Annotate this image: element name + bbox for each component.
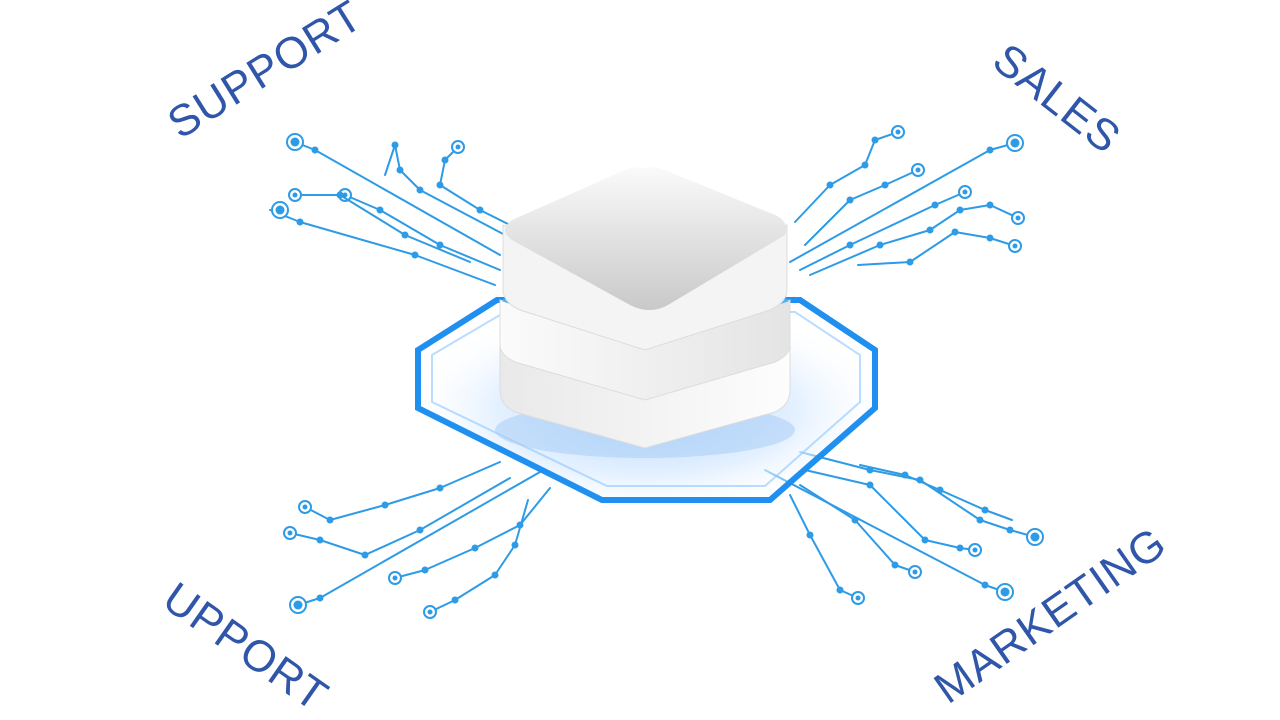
trace-end-node-core: [290, 137, 300, 147]
trace-end-node-core: [1030, 532, 1040, 542]
trace-junction-dot: [986, 146, 994, 154]
trace-junction-dot: [936, 486, 944, 494]
circuit-trace: [294, 194, 471, 263]
circuit-trace: [794, 131, 899, 223]
trace-junction-dot: [411, 251, 419, 259]
circuit-trace: [789, 494, 859, 599]
trace-end-node-core: [915, 167, 921, 173]
trace-junction-dot: [436, 484, 444, 492]
circuit-trace: [799, 451, 1036, 538]
trace-end-node-core: [1012, 243, 1018, 249]
trace-end-node-core: [1000, 587, 1010, 597]
trace-junction-dot: [326, 516, 334, 524]
trace-junction-dot: [806, 531, 814, 539]
trace-end-node-core: [972, 547, 978, 553]
label-sales: SALES: [984, 34, 1130, 163]
circuit-trace: [789, 142, 1016, 263]
trace-junction-dot: [901, 471, 909, 479]
trace-end-node-core: [292, 192, 298, 198]
trace-junction-dot: [986, 201, 994, 209]
trace-junction-dot: [981, 506, 989, 514]
trace-junction-dot: [296, 218, 304, 226]
label-upport: UPPORT: [154, 573, 337, 720]
trace-junction-dot: [316, 594, 324, 602]
trace-junction-dot: [491, 571, 499, 579]
trace-end-node-core: [392, 575, 398, 581]
trace-junction-dot: [846, 196, 854, 204]
trace-junction-dot: [976, 516, 984, 524]
trace-junction-dot: [421, 566, 429, 574]
trace-junction-dot: [846, 241, 854, 249]
trace-junction-dot: [511, 541, 519, 549]
trace-junction-dot: [956, 544, 964, 552]
circuit-trace: [439, 146, 511, 226]
label-support: SUPPORT: [159, 0, 371, 148]
trace-junction-dot: [391, 141, 399, 149]
trace-junction-dot: [471, 544, 479, 552]
circuit-trace: [764, 469, 1006, 593]
trace-junction-dot: [311, 146, 319, 154]
trace-junction-dot: [436, 181, 444, 189]
trace-end-node-core: [275, 205, 285, 215]
trace-end-node-core: [912, 569, 918, 575]
trace-junction-dot: [401, 231, 409, 239]
trace-junction-dot: [826, 181, 834, 189]
trace-junction-dot: [396, 166, 404, 174]
hexagon-inner-outline: [431, 311, 861, 487]
circuit-trace: [297, 471, 541, 606]
trace-end-node-core: [293, 600, 303, 610]
trace-junction-dot: [416, 186, 424, 194]
trace-junction-dot: [931, 201, 939, 209]
trace-junction-dot: [436, 241, 444, 249]
trace-junction-dot: [361, 551, 369, 559]
trace-junction-dot: [871, 136, 879, 144]
circuit-trace: [804, 169, 919, 246]
circuit-trace: [344, 194, 501, 271]
trace-junction-dot: [441, 156, 449, 164]
trace-end-node-core: [962, 189, 968, 195]
database-server-stack-icon: [495, 167, 795, 458]
trace-junction-dot: [876, 241, 884, 249]
trace-junction-dot: [851, 516, 859, 524]
trace-junction-dot: [906, 258, 914, 266]
trace-junction-dot: [956, 206, 964, 214]
trace-junction-dot: [381, 501, 389, 509]
trace-junction-dot: [881, 181, 889, 189]
trace-junction-dot: [926, 226, 934, 234]
trace-junction-dot: [866, 481, 874, 489]
server-top-face: [505, 167, 787, 310]
trace-junction-dot: [1006, 526, 1014, 534]
trace-junction-dot: [981, 581, 989, 589]
circuit-trace: [799, 484, 916, 573]
trace-junction-dot: [316, 536, 324, 544]
trace-end-node-core: [895, 129, 901, 135]
trace-end-node-core: [1015, 215, 1021, 221]
trace-junction-dot: [836, 586, 844, 594]
circuit-trace: [799, 191, 966, 271]
trace-junction-dot: [951, 228, 959, 236]
trace-junction-dot: [921, 536, 929, 544]
trace-junction-dot: [476, 206, 484, 214]
circuit-traces: [269, 125, 1044, 619]
trace-junction-dot: [336, 191, 344, 199]
trace-junction-dot: [416, 526, 424, 534]
trace-end-node-core: [287, 530, 293, 536]
trace-end-node-core: [455, 144, 461, 150]
hexagon-outline: [415, 297, 878, 503]
circuit-trace: [809, 204, 1019, 276]
trace-end-node-core: [1010, 138, 1020, 148]
trace-junction-dot: [891, 561, 899, 569]
trace-junction-dot: [861, 161, 869, 169]
trace-junction-dot: [376, 206, 384, 214]
trace-end-node-core: [855, 595, 861, 601]
trace-junction-dot: [451, 596, 459, 604]
trace-end-node-core: [427, 609, 433, 615]
trace-end-node-core: [302, 504, 308, 510]
circuit-trace: [804, 469, 976, 551]
trace-junction-dot: [986, 234, 994, 242]
